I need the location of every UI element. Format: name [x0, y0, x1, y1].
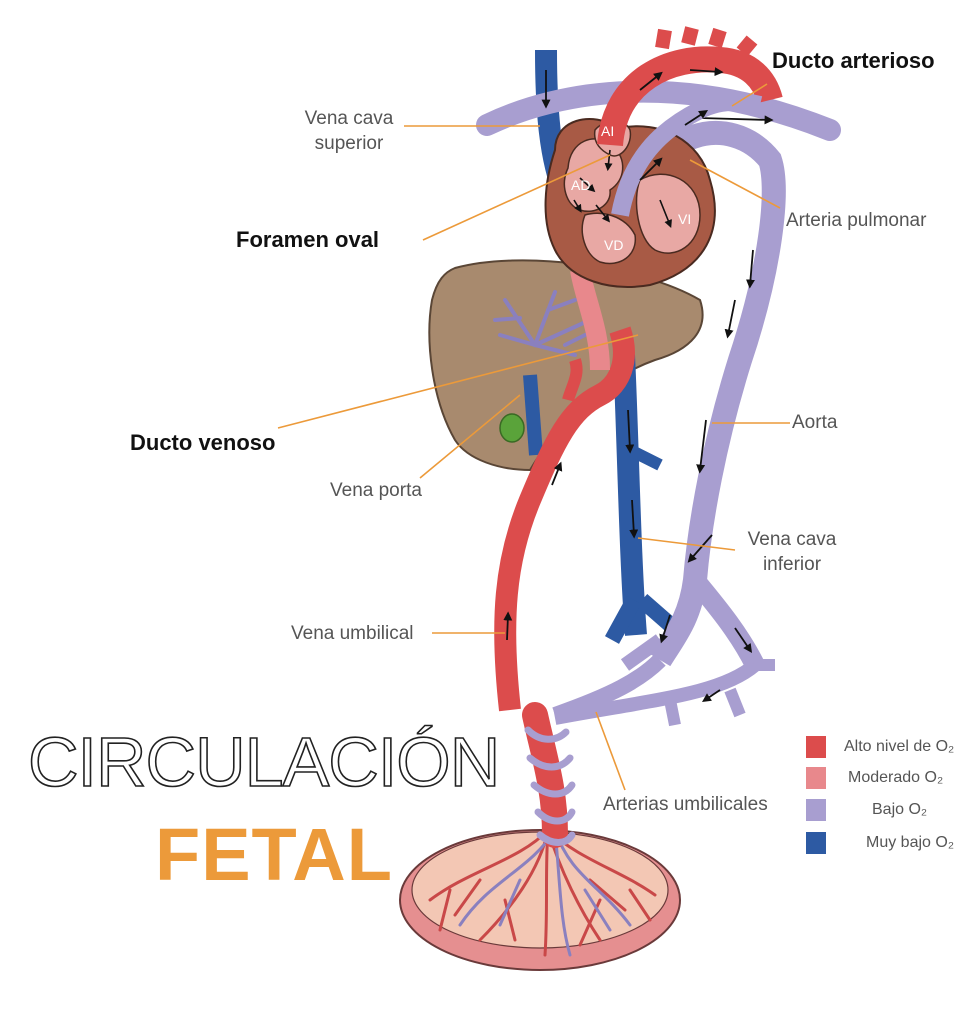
legend-label-low-o2: Bajo O₂: [872, 801, 928, 818]
label-vena-cava-inferior: Vena cava inferior: [747, 529, 837, 575]
umbilical-vein: [494, 268, 635, 712]
right-atrium: [563, 138, 624, 212]
legend-label-high-o2: Alto nivel de O₂: [844, 738, 955, 755]
chamber-label-vi: VI: [678, 211, 692, 227]
left-ventricle: [635, 173, 701, 254]
label-foramen-oval: Foramen oval: [236, 227, 380, 252]
chamber-label-vd: VD: [604, 237, 624, 253]
label-vena-porta: Vena porta: [330, 480, 422, 501]
label-aorta: Aorta: [792, 412, 838, 433]
label-ducto-venoso: Ducto venoso: [130, 430, 276, 455]
title-fetal: FETAL: [155, 813, 393, 896]
ductus-venosus-vessel: [570, 268, 610, 371]
chamber-label-ai: AI: [601, 123, 615, 139]
legend-swatch-very-low-o2: [806, 832, 826, 854]
title-circulacion: CIRCULACIÓN: [27, 722, 501, 802]
label-vena-cava-superior: Vena cava superior: [304, 108, 394, 154]
label-arterias-umbilicales: Arterias umbilicales: [603, 794, 768, 815]
legend-label-moderate-o2: Moderado O₂: [848, 769, 944, 786]
label-vena-umbilical: Vena umbilical: [291, 623, 414, 644]
legend-swatch-high-o2: [806, 736, 826, 758]
leader-lines: [277, 83, 790, 791]
label-ducto-arterioso: Ducto arterioso: [772, 48, 935, 73]
vena-cava-arrows: [541, 70, 639, 539]
legend-swatch-low-o2: [806, 799, 826, 821]
right-ventricle: [581, 212, 636, 265]
placenta: [399, 828, 681, 971]
gallbladder: [499, 413, 525, 443]
legend-swatch-moderate-o2: [806, 767, 826, 789]
liver: [428, 259, 704, 472]
vena-porta-vessel: [523, 374, 543, 456]
umbilical-cord: [522, 702, 576, 848]
chamber-label-ad: AD: [571, 177, 591, 193]
legend-label-very-low-o2: Muy bajo O₂: [866, 834, 955, 851]
label-arteria-pulmonar: Arteria pulmonar: [786, 210, 927, 231]
